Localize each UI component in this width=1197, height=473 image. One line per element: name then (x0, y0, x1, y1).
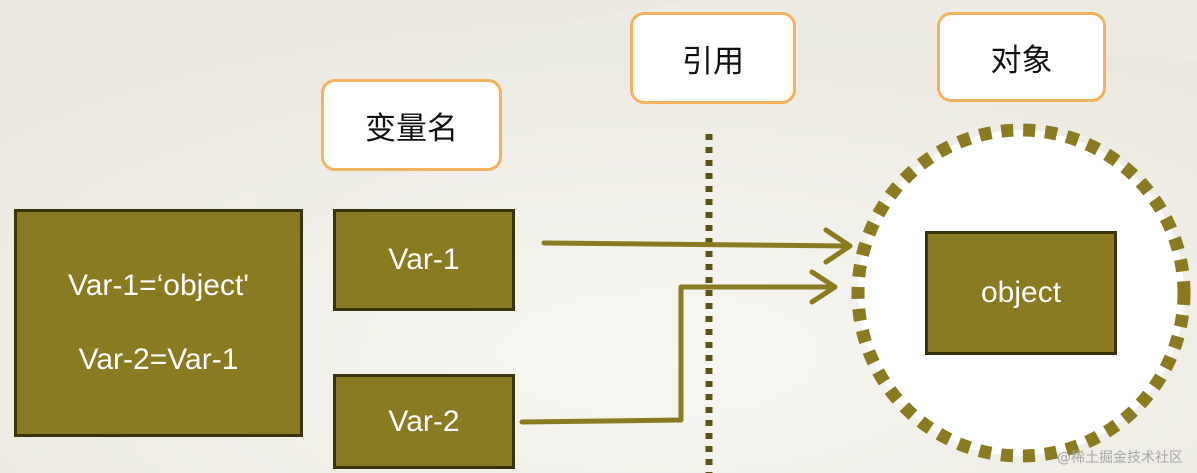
assignment-code-box: Var-1=‘object' Var-2=Var-1 (14, 209, 303, 437)
var2-box: Var-2 (333, 374, 515, 469)
watermark: @稀土掘金技术社区 (1057, 450, 1183, 466)
var1-label: Var-1 (388, 243, 460, 276)
arrow-var2-to-object (519, 269, 838, 425)
var2-label: Var-2 (388, 404, 460, 438)
object-box-label: object (980, 276, 1062, 309)
reference-label: 引用 (630, 12, 796, 104)
object-box: object (925, 231, 1117, 355)
object-label: 对象 (937, 12, 1106, 102)
var1-box: Var-1 (333, 209, 515, 311)
variable-name-label: 变量名 (321, 79, 502, 171)
assignment-line-1: Var-1=‘object' (67, 269, 250, 302)
arrow-var1-to-object (541, 227, 853, 265)
assignment-line-2: Var-2=Var-1 (78, 343, 239, 376)
